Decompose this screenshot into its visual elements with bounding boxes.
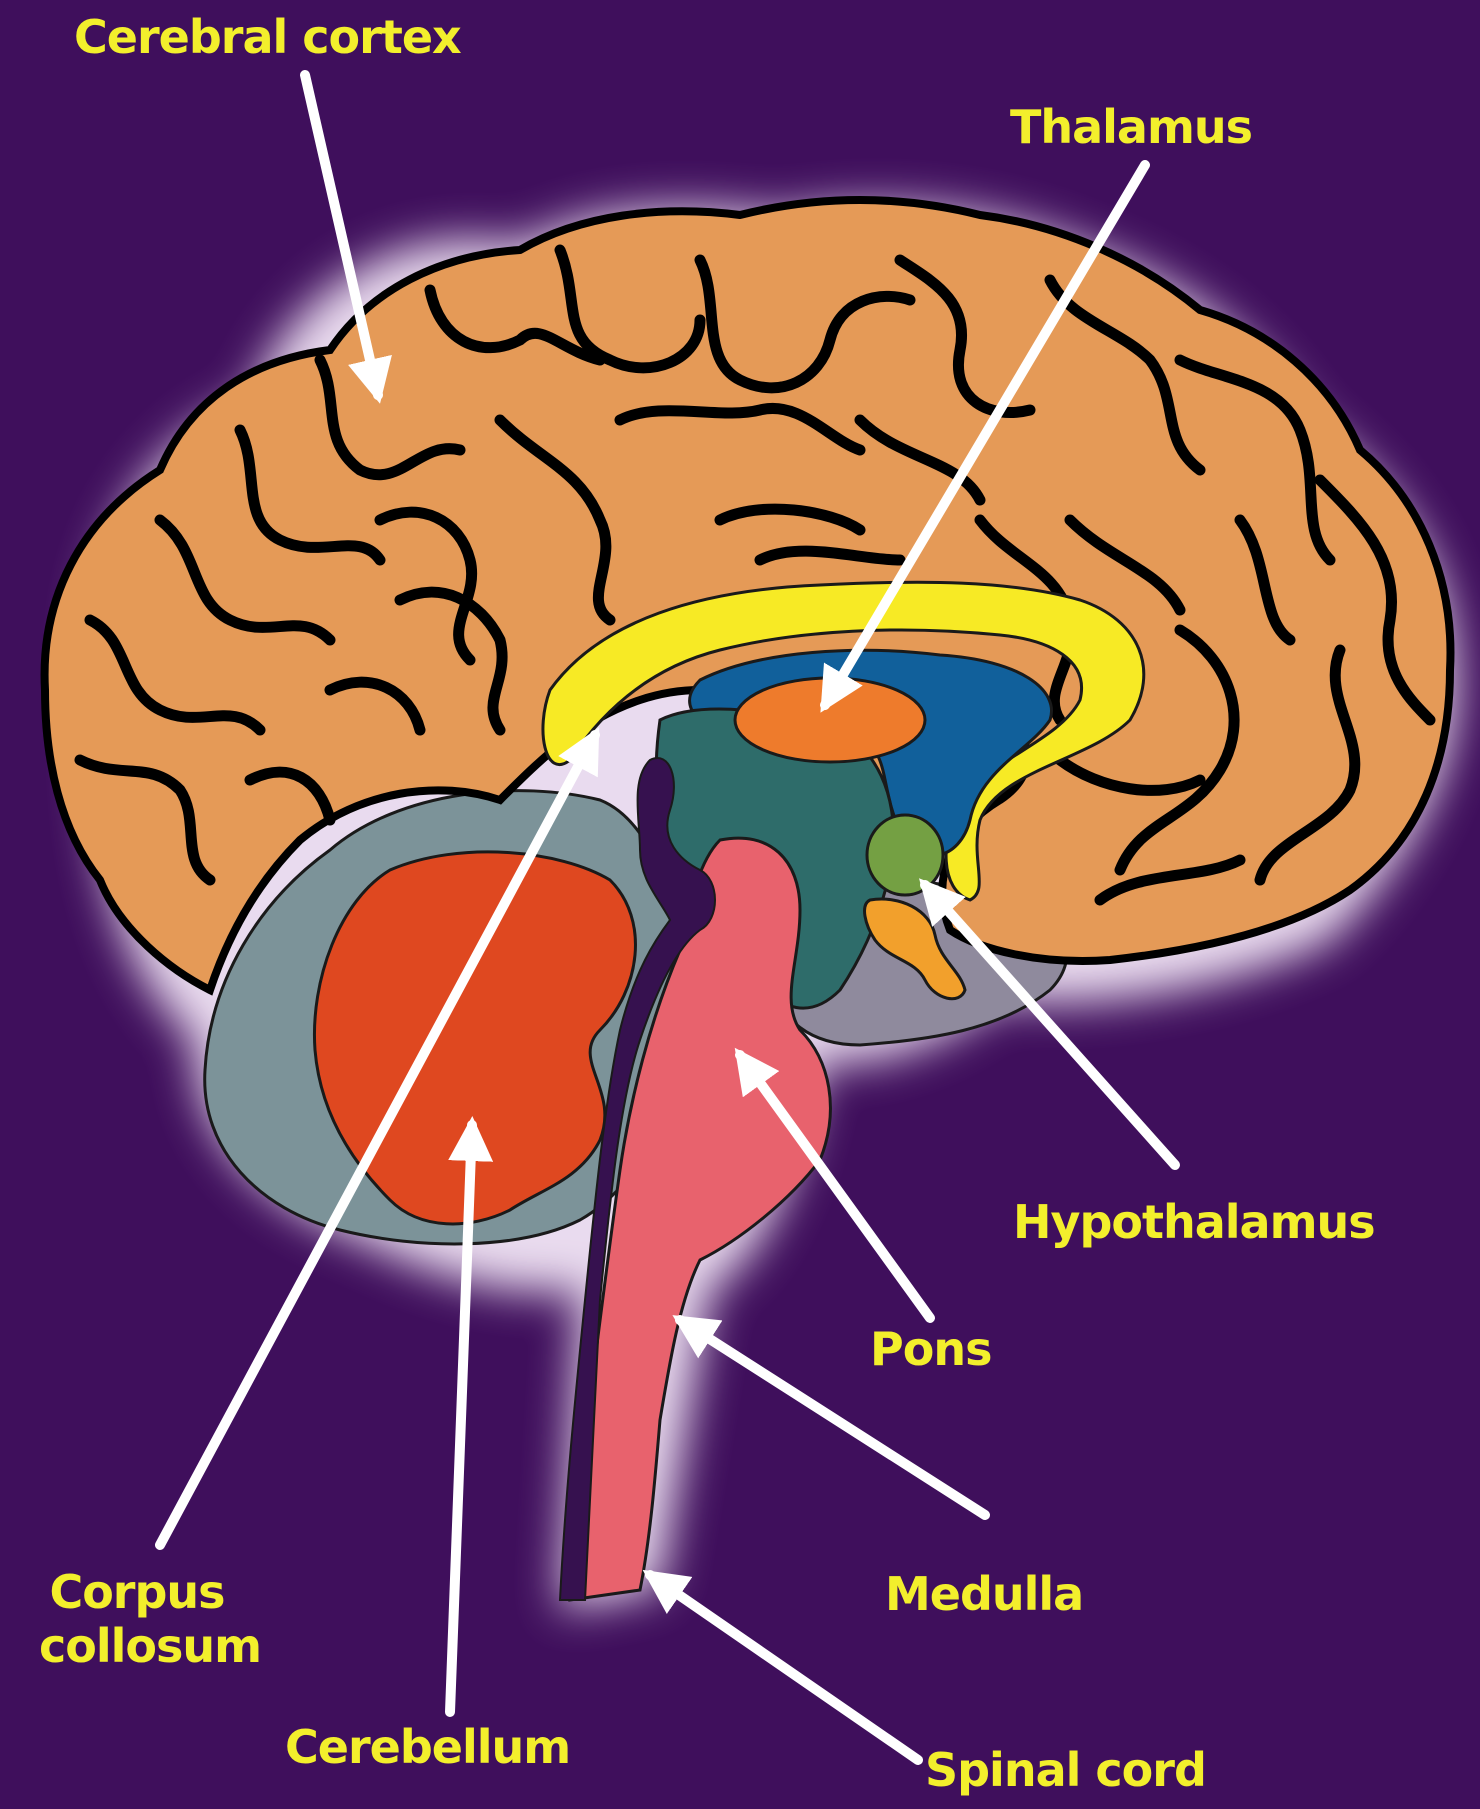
label-thalamus: Thalamus bbox=[1010, 100, 1252, 154]
label-medulla: Medulla bbox=[885, 1567, 1083, 1621]
label-pons: Pons bbox=[870, 1322, 991, 1376]
arrow-pons bbox=[740, 1055, 930, 1318]
arrow-cerebellum bbox=[450, 1125, 472, 1712]
label-corpus-callosum: Corpus collosum bbox=[30, 1565, 280, 1673]
label-spinal-cord: Spinal cord bbox=[925, 1743, 1206, 1797]
label-cerebellum: Cerebellum bbox=[285, 1720, 570, 1774]
arrow-hypothalamus bbox=[925, 885, 1175, 1165]
label-corpus-line1: Corpus bbox=[12, 1565, 262, 1619]
label-hypothalamus: Hypothalamus bbox=[1013, 1195, 1375, 1249]
label-cerebral-cortex: Cerebral cortex bbox=[74, 10, 461, 64]
arrow-spinal-cord bbox=[650, 1575, 918, 1760]
label-corpus-line2: collosum bbox=[25, 1619, 275, 1673]
arrow-corpus-callosum bbox=[160, 735, 595, 1545]
arrow-thalamus bbox=[825, 165, 1145, 705]
arrow-cerebral-cortex bbox=[305, 75, 378, 395]
